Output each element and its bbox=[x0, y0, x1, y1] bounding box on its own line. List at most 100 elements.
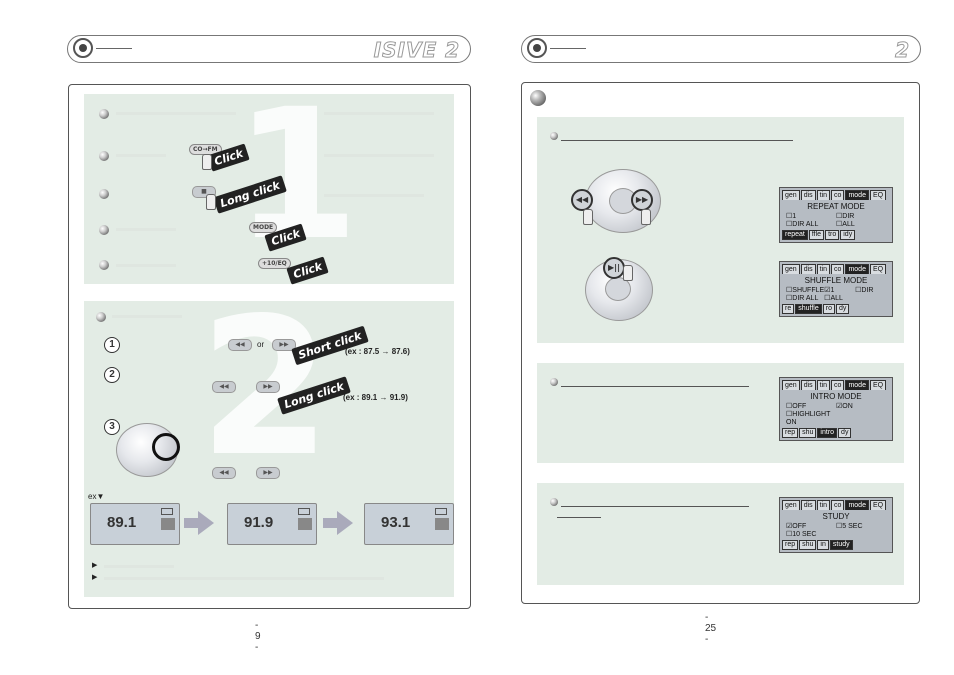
screen-bottom-tabs: repeat ffle tro idy bbox=[780, 229, 892, 242]
faded-text bbox=[116, 228, 176, 231]
lcd-display-3: 93.1 bbox=[364, 503, 454, 545]
tab-mode[interactable]: mode bbox=[845, 380, 869, 390]
option-1[interactable]: ☑1 bbox=[824, 287, 835, 294]
tab-mode[interactable]: mode bbox=[845, 500, 869, 510]
tab-tin[interactable]: tin bbox=[816, 264, 831, 274]
heading-underline bbox=[561, 140, 793, 141]
step-number-1: 1 bbox=[104, 337, 120, 353]
next-button-icon: ▶▶ bbox=[631, 189, 653, 211]
bottom-tab-shuffle[interactable]: shuffle bbox=[795, 304, 822, 314]
bottom-tab-shuffle[interactable]: shu bbox=[799, 428, 817, 438]
bottom-tab-study[interactable]: dy bbox=[835, 304, 850, 314]
step-bullet-1 bbox=[99, 109, 109, 119]
next-button-icon: ▶▶ bbox=[256, 381, 280, 393]
tab-eq[interactable]: EQ bbox=[869, 264, 887, 274]
faded-text bbox=[112, 315, 182, 318]
left-page-number: - 9 - bbox=[255, 620, 261, 653]
center-button bbox=[605, 277, 631, 301]
option-highlight-on[interactable]: ☐HIGHLIGHT ON bbox=[786, 411, 831, 426]
bottom-tab-study[interactable]: idy bbox=[840, 230, 856, 240]
step-number-2: 2 bbox=[104, 367, 120, 383]
tab-eq[interactable]: EQ bbox=[869, 190, 887, 200]
bottom-tab-intro[interactable]: tro bbox=[825, 230, 840, 240]
option-all[interactable]: ☐ALL bbox=[824, 295, 843, 302]
tab-dis[interactable]: dis bbox=[800, 190, 816, 200]
option-off[interactable]: ☐OFF bbox=[786, 403, 807, 410]
intro-panel: gen dis tin co mode EQ INTRO MODE ☐OFF ☑… bbox=[537, 363, 904, 463]
screen-bottom-tabs: rep shu in study bbox=[780, 539, 892, 552]
bottom-tab-study[interactable]: study bbox=[829, 540, 853, 550]
step-number-3: 3 bbox=[104, 419, 120, 435]
prev-button-icon: ◀◀ bbox=[212, 381, 236, 393]
option-10-sec[interactable]: ☐10 SEC bbox=[786, 531, 817, 538]
tab-co[interactable]: co bbox=[831, 380, 845, 390]
intro-mode-screen: gen dis tin co mode EQ INTRO MODE ☐OFF ☑… bbox=[779, 377, 893, 441]
header-line bbox=[96, 48, 132, 49]
option-dir-all[interactable]: ☐DIR ALL bbox=[786, 221, 819, 228]
option-dir[interactable]: ☐DIR bbox=[855, 287, 874, 294]
bottom-tab-repeat[interactable]: rep bbox=[782, 540, 799, 550]
tab-co[interactable]: co bbox=[831, 190, 845, 200]
repeat-shuffle-panel: ◀◀ ▶▶ ▶|| gen dis tin co mode EQ REPEAT … bbox=[537, 117, 904, 343]
hand-icon bbox=[202, 154, 212, 170]
bottom-tab-intro[interactable]: intro bbox=[817, 428, 838, 438]
screen-title: REPEAT MODE bbox=[807, 202, 865, 211]
tab-dis[interactable]: dis bbox=[800, 264, 816, 274]
hand-icon bbox=[641, 209, 651, 225]
header-ring-icon bbox=[73, 38, 93, 58]
lcd-indicator bbox=[161, 518, 175, 530]
tab-gen[interactable]: gen bbox=[782, 500, 800, 510]
mode-button-label: MODE bbox=[249, 222, 278, 233]
bottom-tab-repeat[interactable]: repeat bbox=[782, 230, 808, 240]
tab-gen[interactable]: gen bbox=[782, 264, 800, 274]
faded-text bbox=[104, 565, 174, 568]
tab-eq[interactable]: EQ bbox=[869, 500, 887, 510]
tab-tin[interactable]: tin bbox=[816, 500, 831, 510]
faded-text bbox=[324, 194, 424, 197]
tuning-panel: 2 1 ◀◀ or ▶▶ Short click (ex : 87.5 → 87… bbox=[84, 293, 454, 597]
tab-tin[interactable]: tin bbox=[816, 380, 831, 390]
option-dir-all[interactable]: ☐DIR ALL bbox=[786, 295, 819, 302]
option-1[interactable]: ☐1 bbox=[786, 213, 797, 220]
tab-gen[interactable]: gen bbox=[782, 190, 800, 200]
header-line bbox=[550, 48, 586, 49]
bullet-arrow-icon: ▶ bbox=[92, 561, 98, 569]
screen-options: ☐SHUFFLE ☑1 ☐DIR ☐DIR ALL ☐ALL bbox=[780, 287, 892, 303]
battery-icon bbox=[161, 508, 173, 515]
tab-co[interactable]: co bbox=[831, 500, 845, 510]
tab-mode[interactable]: mode bbox=[845, 190, 869, 200]
left-page-header: ISIVE 2 bbox=[67, 35, 471, 63]
tab-dis[interactable]: dis bbox=[800, 500, 816, 510]
option-all[interactable]: ☐ALL bbox=[836, 221, 855, 228]
screen-tabs: gen dis tin co mode EQ bbox=[780, 262, 892, 274]
bottom-tab-shuffle[interactable]: ffle bbox=[808, 230, 825, 240]
left-content-frame: 1 CO→FM Click ■ Long click MODE Click +1… bbox=[68, 84, 471, 609]
bottom-tab-intro[interactable]: ro bbox=[822, 304, 835, 314]
or-text: or bbox=[257, 340, 265, 349]
bottom-tab-repeat[interactable]: re bbox=[782, 304, 795, 314]
prev-button-icon: ◀◀ bbox=[212, 467, 236, 479]
tab-co[interactable]: co bbox=[831, 264, 845, 274]
option-shuffle[interactable]: ☐SHUFFLE bbox=[786, 287, 825, 294]
bottom-tab-study[interactable]: dy bbox=[838, 428, 852, 438]
tab-mode[interactable]: mode bbox=[845, 264, 869, 274]
option-on[interactable]: ☑ON bbox=[836, 403, 853, 410]
header-ring-icon bbox=[527, 38, 547, 58]
lcd-frequency: 93.1 bbox=[381, 514, 411, 531]
option-dir[interactable]: ☐DIR bbox=[836, 213, 855, 220]
tab-tin[interactable]: tin bbox=[816, 190, 831, 200]
step-bullet-3 bbox=[99, 189, 109, 199]
section-bullet bbox=[530, 90, 546, 106]
tab-gen[interactable]: gen bbox=[782, 380, 800, 390]
tab-dis[interactable]: dis bbox=[800, 380, 816, 390]
bottom-tab-repeat[interactable]: rep bbox=[782, 428, 799, 438]
option-off[interactable]: ☑OFF bbox=[786, 523, 807, 530]
screen-options: ☑OFF ☐5 SEC ☐10 SEC bbox=[780, 523, 892, 539]
screen-options: ☐1 ☐DIR ☐DIR ALL ☐ALL bbox=[780, 213, 892, 229]
tab-eq[interactable]: EQ bbox=[869, 380, 887, 390]
option-5-sec[interactable]: ☐5 SEC bbox=[836, 523, 863, 530]
bottom-tab-intro[interactable]: in bbox=[817, 540, 829, 550]
screen-tabs: gen dis tin co mode EQ bbox=[780, 378, 892, 390]
bottom-tab-shuffle[interactable]: shu bbox=[799, 540, 817, 550]
sub-bullet bbox=[550, 132, 558, 140]
